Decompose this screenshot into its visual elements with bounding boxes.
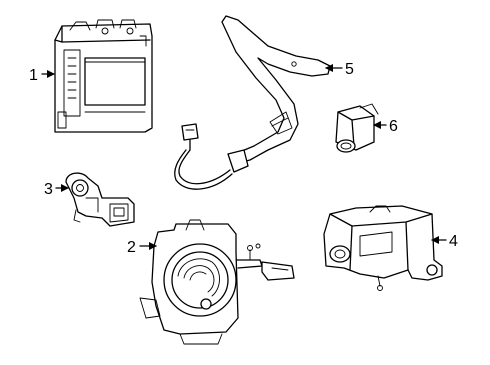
callout-6-label: 6 (389, 118, 398, 135)
clock-spring-part (139, 219, 295, 345)
sensor-part (335, 103, 379, 153)
callout-1-label: 1 (29, 67, 38, 84)
callout-2-label: 2 (127, 239, 136, 256)
connector-sensor-part (65, 172, 135, 227)
impact-sensor-part (323, 205, 443, 291)
control-module-part (54, 19, 153, 133)
callout-4-label: 4 (449, 233, 458, 250)
callout-3-label: 3 (44, 181, 53, 198)
wiring-harness-part (174, 15, 331, 190)
callout-5-label: 5 (345, 61, 354, 78)
